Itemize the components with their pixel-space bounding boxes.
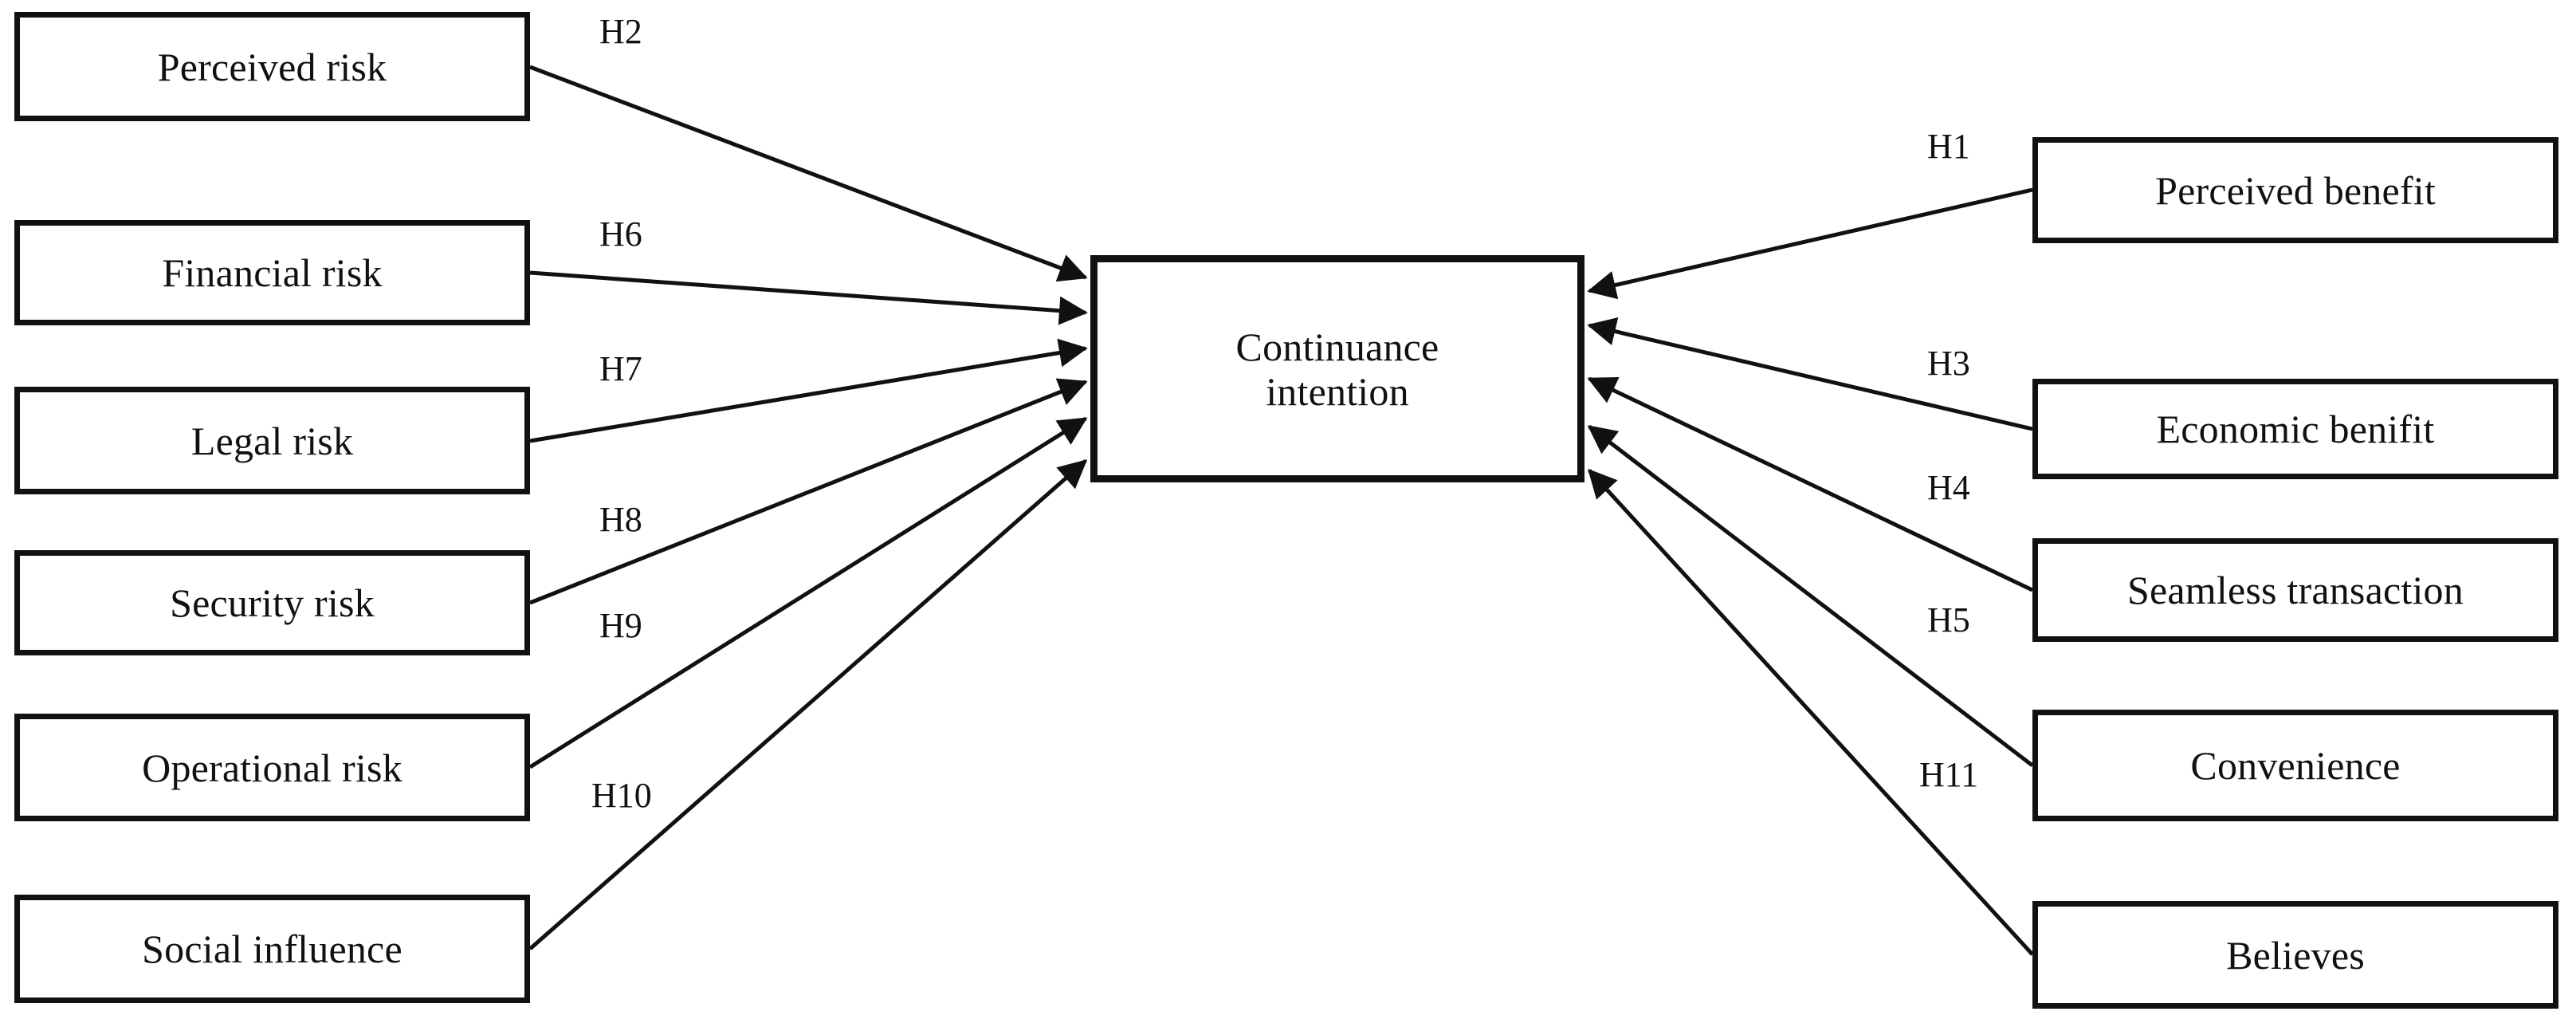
edge-seamless-transaction-to-center bbox=[1587, 376, 2034, 592]
edge-believes-to-center bbox=[1588, 468, 2034, 956]
center-label-line1: Continuance bbox=[1235, 324, 1439, 369]
hypothesis-label-h6: H6 bbox=[599, 214, 642, 254]
node-believes[interactable]: Believes bbox=[2032, 901, 2558, 1009]
hypothesis-label-h3: H3 bbox=[1927, 344, 1970, 383]
node-label: Operational risk bbox=[142, 745, 402, 790]
node-operational-risk[interactable]: Operational risk bbox=[14, 714, 530, 821]
edge-security-risk-to-center bbox=[529, 378, 1088, 605]
node-label: Social influence bbox=[142, 927, 402, 971]
hypothesis-label-h10: H10 bbox=[591, 776, 652, 815]
edge-economic-benifit-to-center bbox=[1587, 317, 2033, 431]
hypothesis-label-h9: H9 bbox=[599, 606, 642, 645]
hypothesis-label-h2: H2 bbox=[599, 12, 642, 51]
hypothesis-label-h1: H1 bbox=[1927, 127, 1970, 166]
node-security-risk[interactable]: Security risk bbox=[14, 550, 530, 655]
node-label: Security risk bbox=[170, 580, 375, 625]
node-label: Seamless transaction bbox=[2127, 568, 2464, 612]
node-seamless-transaction[interactable]: Seamless transaction bbox=[2032, 538, 2558, 642]
hypothesis-label-h4: H4 bbox=[1927, 468, 1970, 507]
node-label: Convenience bbox=[2190, 743, 2401, 788]
node-convenience[interactable]: Convenience bbox=[2032, 710, 2558, 821]
edge-operational-risk-to-center bbox=[528, 416, 1088, 769]
node-continuance-intention[interactable]: Continuance intention bbox=[1090, 255, 1584, 482]
node-label: Perceived risk bbox=[157, 44, 387, 89]
node-label: Economic benifit bbox=[2156, 407, 2435, 451]
edge-legal-risk-to-center bbox=[529, 338, 1088, 443]
hypothesis-label-h7: H7 bbox=[599, 349, 642, 388]
node-label: Financial risk bbox=[162, 250, 383, 295]
node-social-influence[interactable]: Social influence bbox=[14, 895, 530, 1003]
edge-convenience-to-center bbox=[1587, 425, 2034, 767]
node-perceived-risk[interactable]: Perceived risk bbox=[14, 12, 530, 121]
node-perceived-benefit[interactable]: Perceived benefit bbox=[2032, 137, 2558, 243]
center-label-line2: intention bbox=[1266, 368, 1409, 414]
hypothesis-label-h11: H11 bbox=[1919, 755, 1979, 794]
edge-social-influence-to-center bbox=[528, 459, 1088, 950]
hypothesis-label-h8: H8 bbox=[599, 500, 642, 539]
node-label: Believes bbox=[2226, 932, 2365, 978]
edge-financial-risk-to-center bbox=[529, 270, 1088, 325]
node-label: Legal risk bbox=[190, 418, 354, 463]
node-economic-benifit[interactable]: Economic benifit bbox=[2032, 379, 2558, 479]
node-label: Perceived benefit bbox=[2155, 167, 2436, 213]
node-financial-risk[interactable]: Financial risk bbox=[14, 220, 530, 325]
hypothesis-label-h5: H5 bbox=[1927, 600, 1970, 639]
node-legal-risk[interactable]: Legal risk bbox=[14, 387, 530, 494]
edge-perceived-benefit-to-center bbox=[1587, 187, 2033, 300]
edge-perceived-risk-to-center bbox=[529, 65, 1088, 282]
